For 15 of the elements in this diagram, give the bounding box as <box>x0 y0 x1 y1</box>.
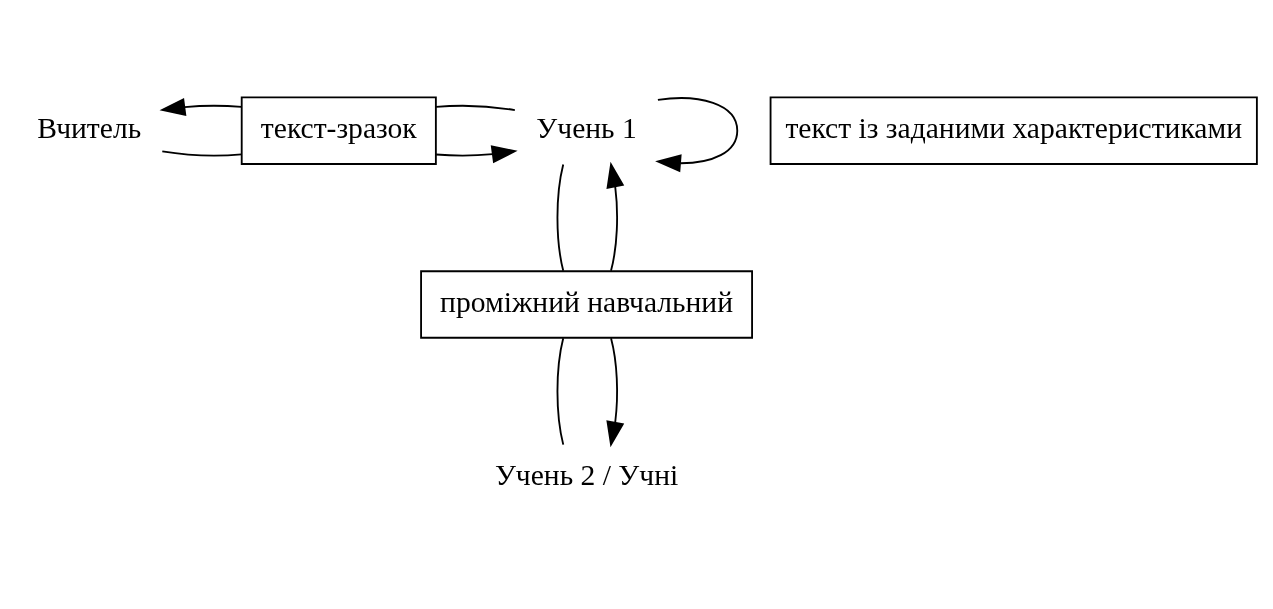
arrow <box>159 98 243 116</box>
node-text: Учень 2 / Учні <box>494 459 679 492</box>
arrow <box>606 337 625 448</box>
connector <box>556 337 565 446</box>
node-box: текст-зразок <box>240 96 437 165</box>
node-box: проміжний навчальний <box>420 270 753 339</box>
connector <box>435 104 516 112</box>
node-text: Вчитель <box>37 111 142 144</box>
connector <box>556 163 565 272</box>
connector <box>161 150 243 157</box>
node-text: Учень 1 <box>536 111 637 144</box>
arrow <box>435 145 518 164</box>
arrow <box>655 97 739 173</box>
arrow <box>606 161 625 272</box>
node-box: текст із заданими характеристиками <box>769 96 1258 165</box>
